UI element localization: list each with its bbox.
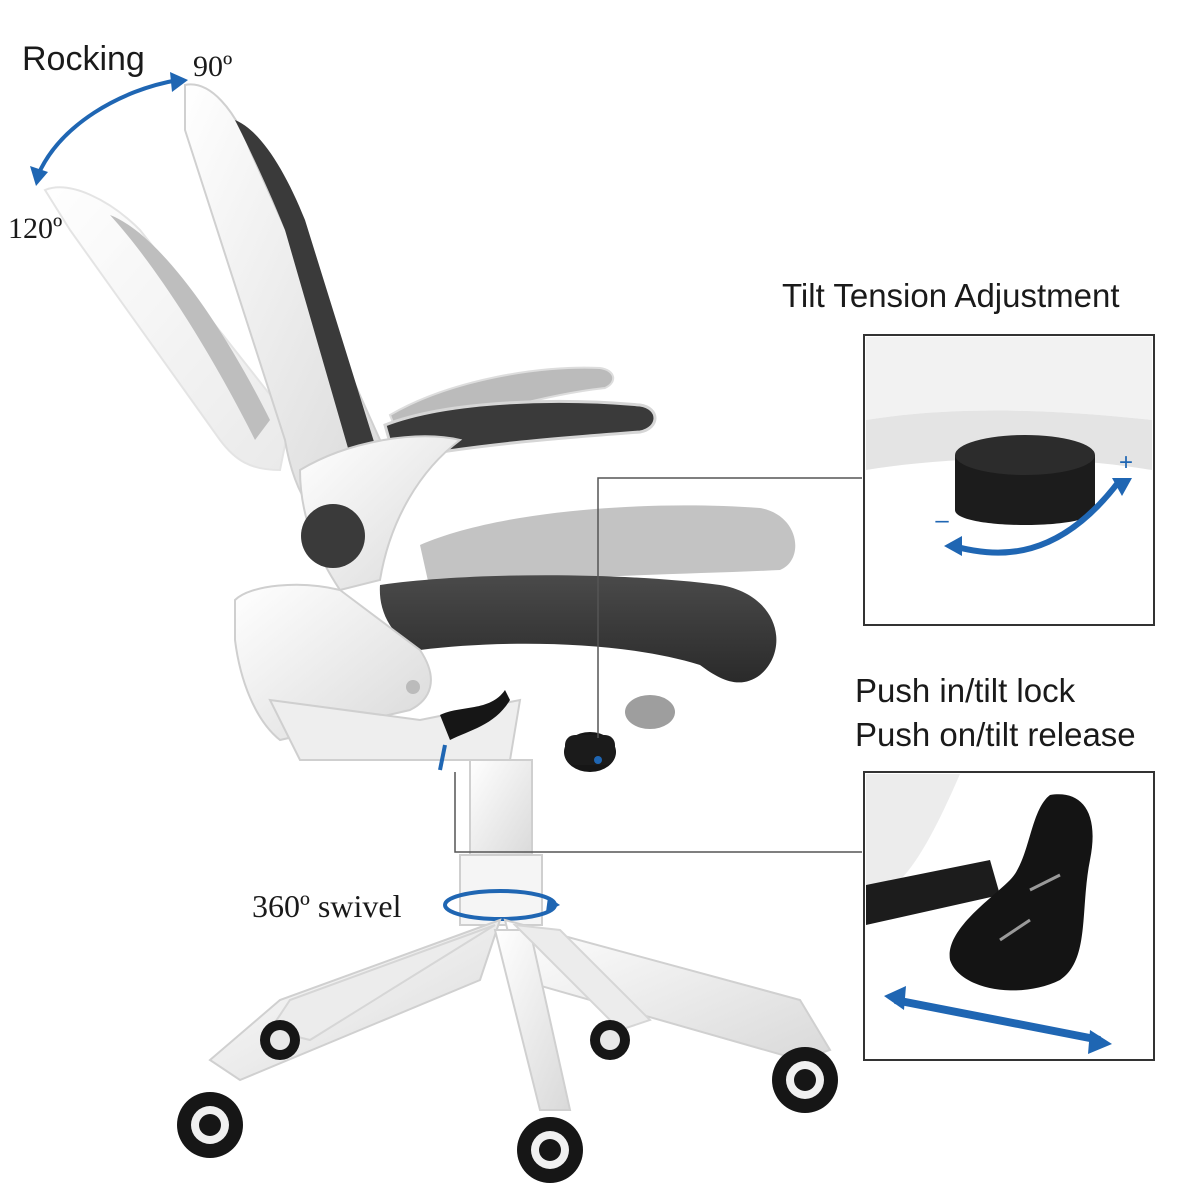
tilt-minus-label: – — [935, 507, 949, 534]
push-in-label: Push in/tilt lock — [855, 672, 1076, 709]
gas-cylinder — [459, 759, 543, 926]
swivel-label: 360º swivel — [252, 888, 402, 924]
armrest — [298, 400, 657, 592]
tilt-plus-label: + — [1119, 449, 1133, 476]
rocking-arrow-icon — [30, 72, 188, 186]
angle-120-label: 120º — [8, 212, 62, 245]
seat-frame — [234, 583, 675, 761]
caster-wheel — [517, 1117, 583, 1183]
tilt-tension-title: Tilt Tension Adjustment — [782, 277, 1120, 314]
tilt-tension-knob — [564, 732, 616, 772]
caster-wheel — [177, 1092, 243, 1158]
tilt-lock-callout — [863, 771, 1155, 1061]
tilt-tension-callout: + – — [863, 334, 1155, 626]
push-on-label: Push on/tilt release — [855, 716, 1136, 753]
rocking-label: Rocking — [22, 40, 145, 78]
caster-wheel — [772, 1047, 838, 1113]
callout-lines — [454, 477, 862, 853]
seat-cushion — [379, 575, 777, 683]
chair-base — [208, 918, 832, 1111]
caster-wheel — [260, 1020, 300, 1060]
tilt-lock-lever — [438, 690, 510, 771]
angle-90-label: 90º — [193, 50, 232, 83]
caster-wheels — [177, 1020, 838, 1183]
caster-wheel — [590, 1020, 630, 1060]
seat-flipped-ghost — [420, 505, 796, 590]
